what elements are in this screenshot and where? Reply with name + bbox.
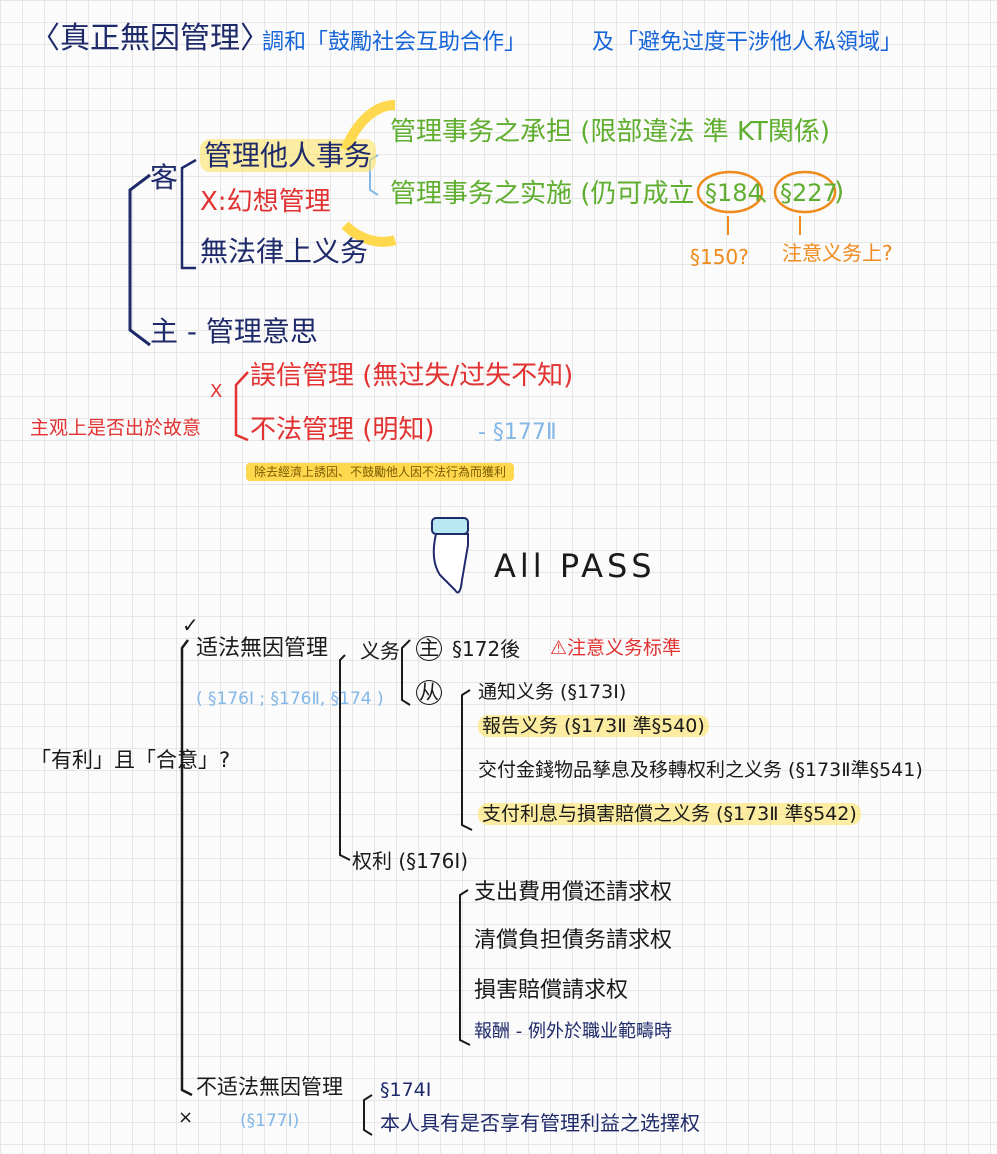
proper-management: 适法無因管理 [196,636,329,661]
branch-undertaking: 管理事务之承担 (限部違法 準 KT関係) [390,117,830,147]
page-title: 〈真正無因管理〉 [30,21,270,56]
rights-label: 权利 (§176Ⅰ) [352,849,469,873]
proper-refs: ( §176Ⅰ ; §176Ⅱ, §174 ) [196,689,384,709]
sub-duty-marker: 从 [416,680,442,705]
improper-note: 本人具有是否享有管理利益之选擇权 [380,1111,700,1135]
objective-item-manage: 管理他人事务 [200,139,377,172]
ref-close: ) [834,177,845,207]
objective-item-no-duty: 無法律上义务 [200,235,369,268]
care-standard-warning: ⚠注意义务标準 [550,637,682,659]
note-care-duty: 注意义务上? [782,241,893,265]
note-150: §150? [690,245,749,269]
illegal-management: 不法管理 (明知) [250,415,435,445]
cross-mark: × [178,1107,194,1128]
branch-execution: 管理事务之实施 (仍可成立 [390,179,695,209]
objective-item-fantasy: X:幻想管理 [200,187,331,217]
sub-duty-item: 報告义务 (§173Ⅱ 準§540) [478,715,709,738]
right-item: 清償負担債务請求权 [474,928,673,953]
main-duty-ref: §172後 [452,637,521,661]
right-item: 損害賠償請求权 [474,978,629,1003]
ref-separator: 、 [758,179,782,207]
right-item: 支出費用償还請求权 [474,880,673,905]
illegal-ref: - §177Ⅱ [478,420,557,445]
mistaken-management: 誤信管理 (無过失/过失不知) [250,361,574,391]
improper-note-ref: §174Ⅰ [380,1079,432,1101]
all-pass-heading: All PASS [494,547,656,585]
intent-note: 主观上是否出於故意 [30,417,202,439]
hand-pointing-down-icon [431,517,469,594]
subjective-label: 主 - 管理意思 [150,315,318,348]
subtitle-quote2: 「避免过度干涉他人私領域」 [616,30,903,55]
subtitle-quote1: 「鼓勵社会互助合作」 [306,30,527,55]
highlight-note: 除去經濟上誘因、不鼓勵他人因不法行為而獲利 [246,463,515,481]
improper-ref: (§177Ⅰ) [240,1111,300,1131]
x-mark: X [210,381,223,402]
ref-227: §227 [780,179,838,207]
sub-duty-item: 支付利息与損害賠償之义务 (§173Ⅱ 準§542) [478,803,861,826]
main-duty-marker: 主 [416,636,442,661]
right-item-remuneration: 報酬 - 例外於職业範疇時 [474,1021,672,1042]
subtitle-and: 及 [592,30,615,55]
check-mark: ✓ [182,613,199,637]
question-label: 「有利」且「合意」? [30,748,231,772]
objective-label: 客 [150,161,179,194]
improper-management: 不适法無因管理 [196,1075,343,1099]
duty-label: 义务 [360,639,400,663]
ref-184: §184 [705,179,763,207]
sub-duty-item: 交付金錢物品孳息及移轉权利之义务 (§173Ⅱ準§541) [478,759,923,781]
subtitle-prefix: 調和 [262,30,307,55]
sub-duty-item: 通知义务 (§173Ⅰ) [478,681,627,703]
